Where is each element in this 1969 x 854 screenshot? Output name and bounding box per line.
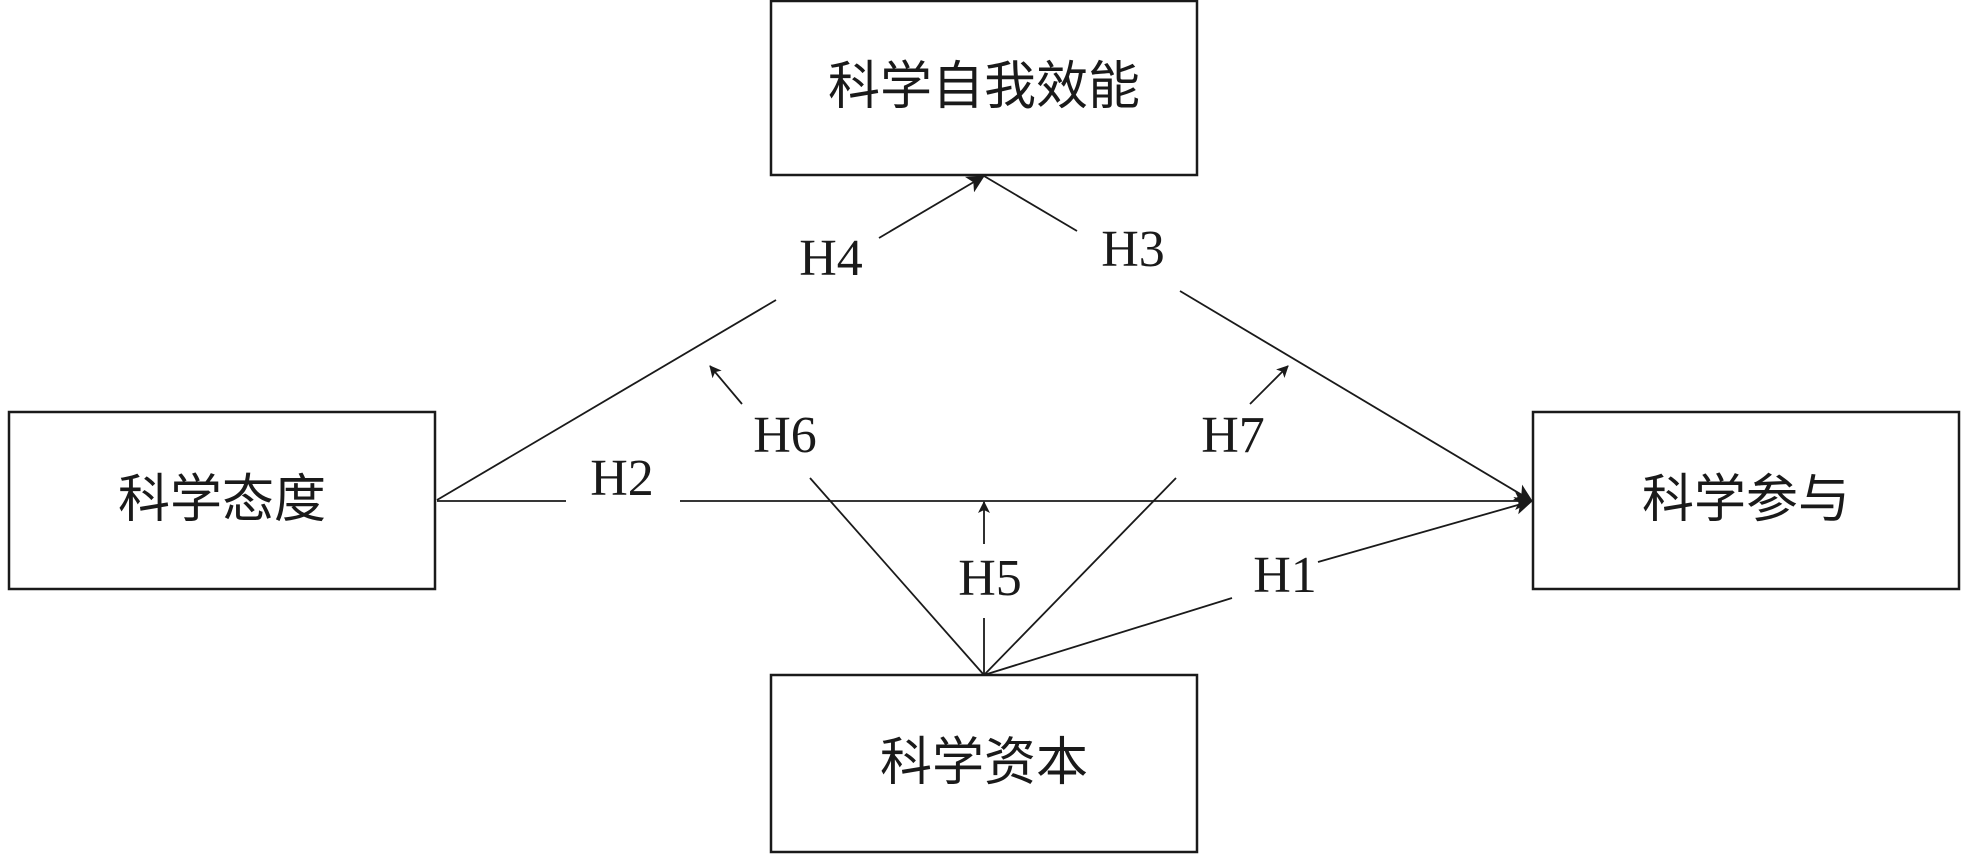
node-self-efficacy: 科学自我效能 bbox=[769, 0, 1199, 177]
hypothesis-label-h7: H7 bbox=[1201, 407, 1265, 464]
hypothesis-label-h6: H6 bbox=[753, 407, 817, 464]
hypothesis-label-h1: H1 bbox=[1253, 547, 1317, 604]
edge-h4-upper bbox=[878, 175, 985, 239]
edge-h6-base bbox=[809, 477, 985, 676]
edge-h6-arrow bbox=[709, 365, 743, 405]
edge-h1-upper bbox=[1317, 496, 1534, 563]
node-capital: 科学资本 bbox=[769, 673, 1199, 854]
hypothesis-label-h2: H2 bbox=[590, 450, 654, 507]
node-self-efficacy-label: 科学自我效能 bbox=[828, 57, 1140, 117]
node-capital-label: 科学资本 bbox=[880, 733, 1088, 793]
edge-h4-lower bbox=[436, 299, 777, 501]
node-attitude: 科学态度 bbox=[7, 410, 437, 591]
hypothesis-label-h3: H3 bbox=[1101, 221, 1165, 278]
edge-h3-lower bbox=[1179, 290, 1533, 502]
node-participation-label: 科学参与 bbox=[1642, 470, 1850, 530]
hypothesis-label-h5: H5 bbox=[958, 550, 1022, 607]
edge-h7-base bbox=[983, 477, 1177, 676]
edge-h7-arrow bbox=[1249, 365, 1289, 405]
node-participation: 科学参与 bbox=[1531, 410, 1961, 591]
edge-h3-upper bbox=[983, 175, 1078, 232]
edge-h1-lower bbox=[983, 597, 1233, 676]
node-attitude-label: 科学态度 bbox=[118, 470, 326, 530]
hypothesis-label-h4: H4 bbox=[799, 230, 863, 287]
